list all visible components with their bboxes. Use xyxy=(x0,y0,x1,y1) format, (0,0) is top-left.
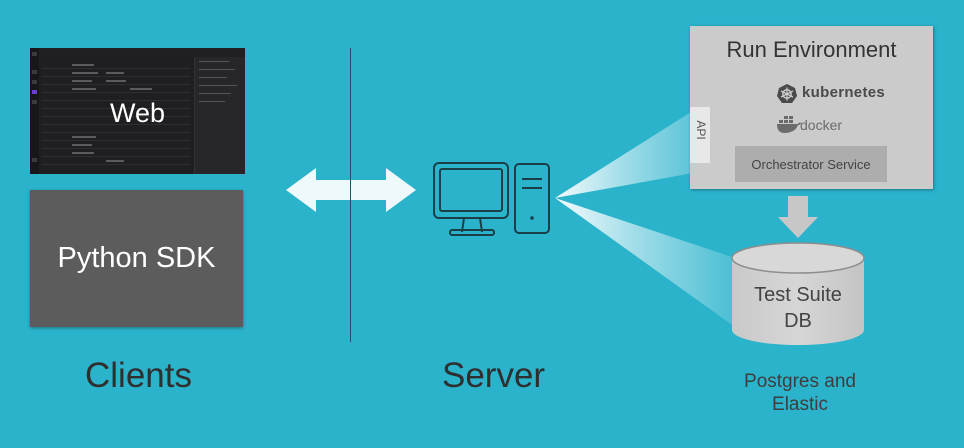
server-to-db-beam xyxy=(555,198,735,327)
server-to-runenv-beam xyxy=(555,100,710,198)
db-label-line2: DB xyxy=(784,310,812,332)
test-suite-db-cylinder xyxy=(731,242,865,345)
docker-icon xyxy=(777,116,801,133)
kubernetes-icon xyxy=(777,84,797,103)
test-suite-db-label: Test Suite DB xyxy=(732,282,864,334)
down-arrow-icon xyxy=(778,196,818,238)
tower-icon xyxy=(514,163,550,234)
orchestrator-service-box: Orchestrator Service xyxy=(735,146,887,182)
kubernetes-label: kubernetes xyxy=(802,84,886,101)
postgres-elastic-caption: Postgres and Elastic xyxy=(720,370,880,416)
section-divider xyxy=(350,48,351,342)
server-section-label: Server xyxy=(442,356,546,395)
postgres-caption-line1: Postgres and xyxy=(744,371,856,392)
web-client-label: Web xyxy=(109,98,166,128)
web-client-screenshot: Web xyxy=(30,48,245,174)
docker-label: docker xyxy=(800,117,843,133)
postgres-caption-line2: Elastic xyxy=(772,394,828,415)
orchestrator-service-label: Orchestrator Service xyxy=(751,156,871,172)
api-label: API xyxy=(694,120,708,140)
python-sdk-label: Python SDK xyxy=(57,242,216,274)
api-tab xyxy=(690,107,710,163)
db-label-line1: Test Suite xyxy=(754,284,842,306)
bidirectional-arrow-icon xyxy=(286,168,416,212)
monitor-icon xyxy=(433,162,509,236)
python-sdk-box: Python SDK xyxy=(30,190,243,327)
run-environment-title: Run Environment xyxy=(726,37,897,62)
clients-section-label: Clients xyxy=(85,356,192,395)
